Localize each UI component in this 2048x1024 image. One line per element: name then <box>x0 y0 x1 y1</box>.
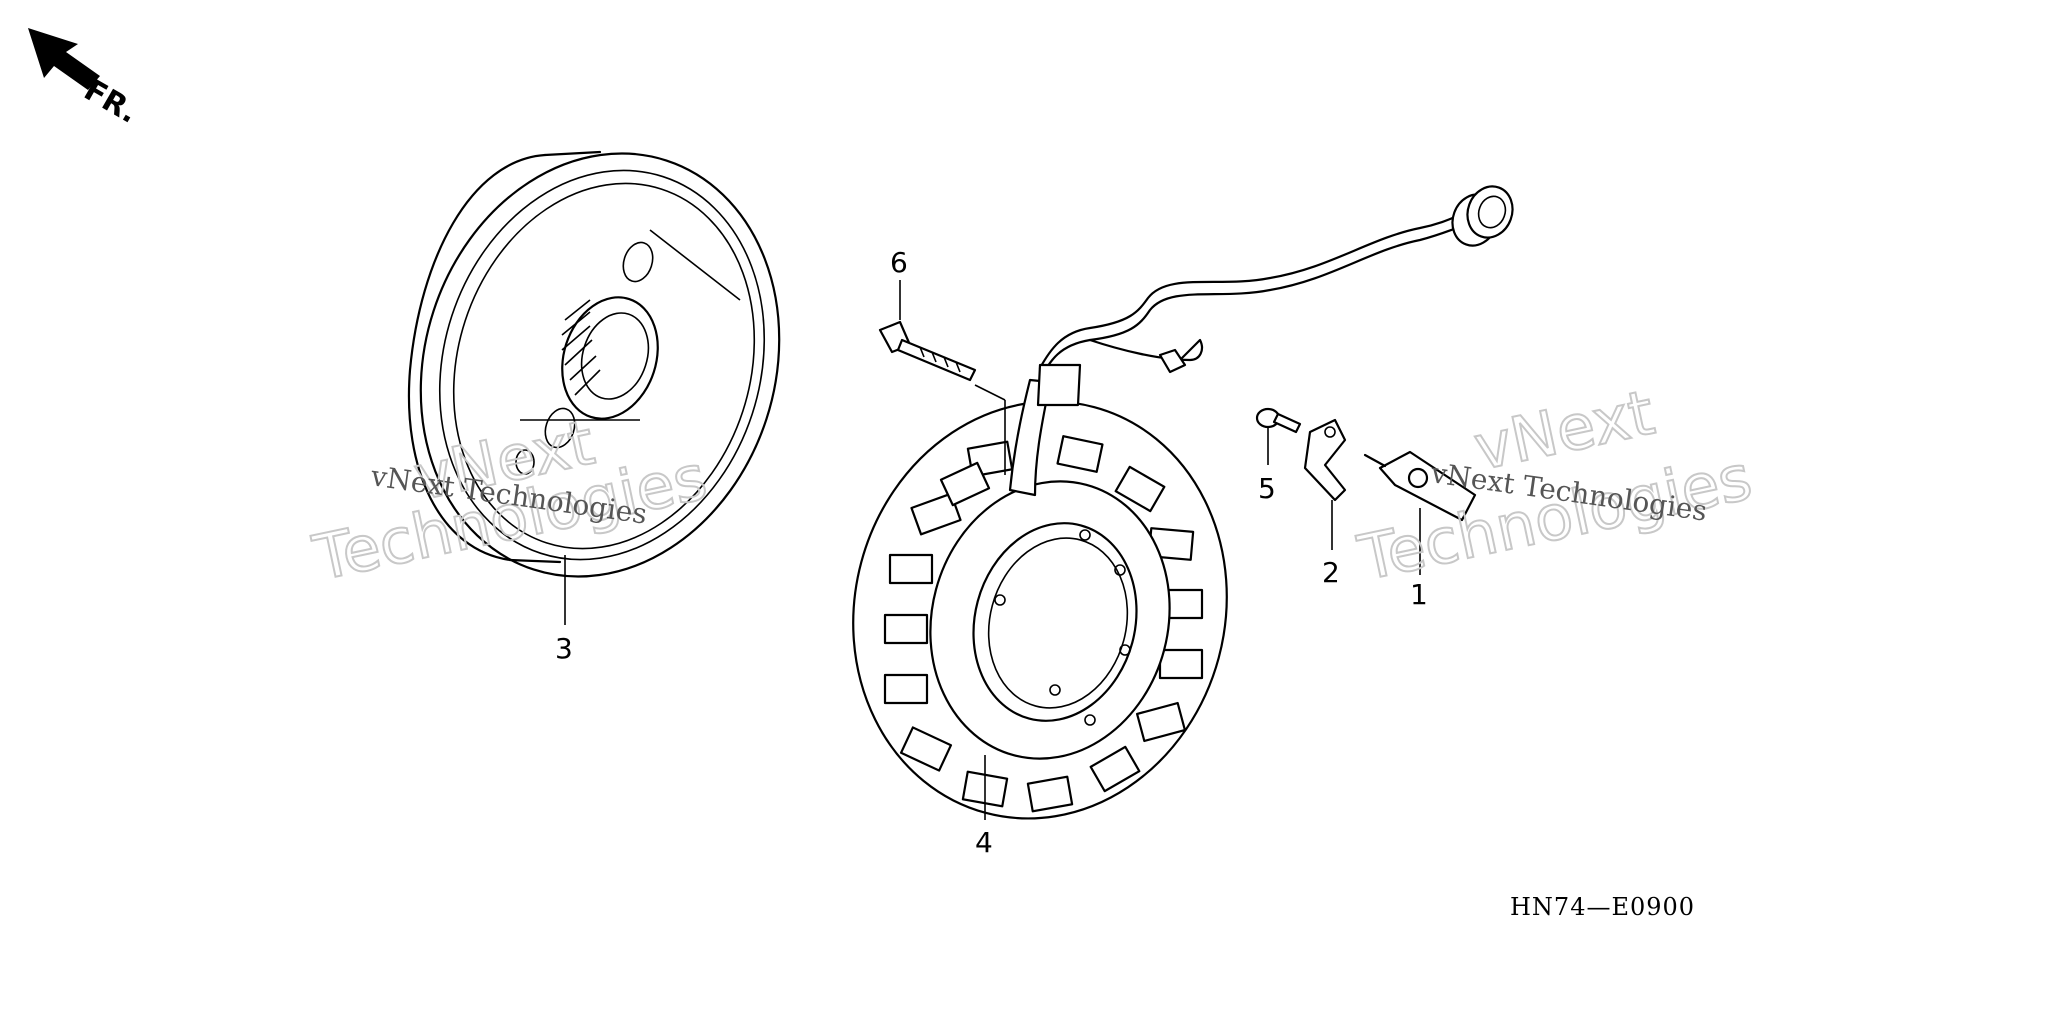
stator-part <box>852 378 1228 820</box>
flywheel-part <box>407 150 781 578</box>
bolt-part <box>878 320 977 382</box>
wire-harness <box>1036 185 1514 407</box>
front-direction-arrow-icon <box>28 28 100 90</box>
screw-part <box>1255 407 1302 434</box>
callout-5: 5 <box>1258 472 1276 505</box>
callout-4: 4 <box>975 826 993 859</box>
callout-2: 2 <box>1322 556 1340 589</box>
sensor-part <box>1363 450 1477 522</box>
callout-1: 1 <box>1410 578 1428 611</box>
drawing-code: HN74—E0900 <box>1510 893 1695 921</box>
clamp-part <box>1303 418 1347 502</box>
callout-3: 3 <box>555 632 573 665</box>
callout-6: 6 <box>890 246 908 279</box>
leader-line-6b <box>974 384 1006 401</box>
